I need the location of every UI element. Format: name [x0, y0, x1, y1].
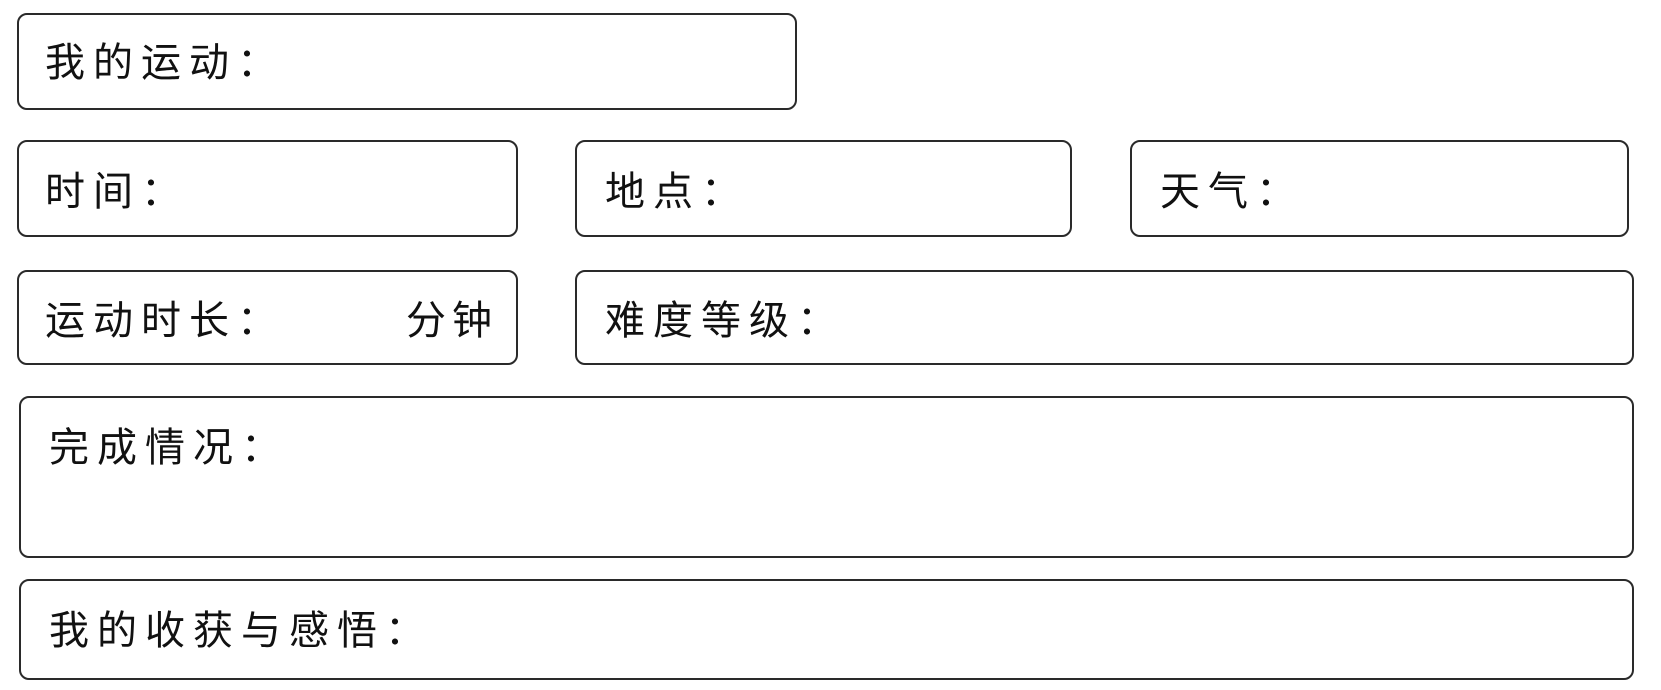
duration-label: 运动时长： — [45, 298, 285, 344]
difficulty-label: 难度等级： — [605, 298, 845, 344]
place-label: 地点： — [605, 169, 749, 215]
completion-label: 完成情况： — [49, 425, 289, 471]
weather-label: 天气： — [1160, 169, 1304, 215]
time-field[interactable]: 时间： — [17, 140, 518, 237]
duration-unit: 分钟 — [406, 298, 498, 344]
duration-field[interactable]: 运动时长： 分钟 — [17, 270, 518, 365]
place-field[interactable]: 地点： — [575, 140, 1072, 237]
sport-field[interactable]: 我的运动： — [17, 13, 797, 110]
difficulty-field[interactable]: 难度等级： — [575, 270, 1634, 365]
time-label: 时间： — [45, 169, 189, 215]
weather-field[interactable]: 天气： — [1130, 140, 1629, 237]
sport-label: 我的运动： — [45, 40, 285, 86]
reflection-label: 我的收获与感悟： — [49, 608, 433, 654]
reflection-field[interactable]: 我的收获与感悟： — [19, 579, 1634, 680]
completion-field[interactable]: 完成情况： — [19, 396, 1634, 558]
